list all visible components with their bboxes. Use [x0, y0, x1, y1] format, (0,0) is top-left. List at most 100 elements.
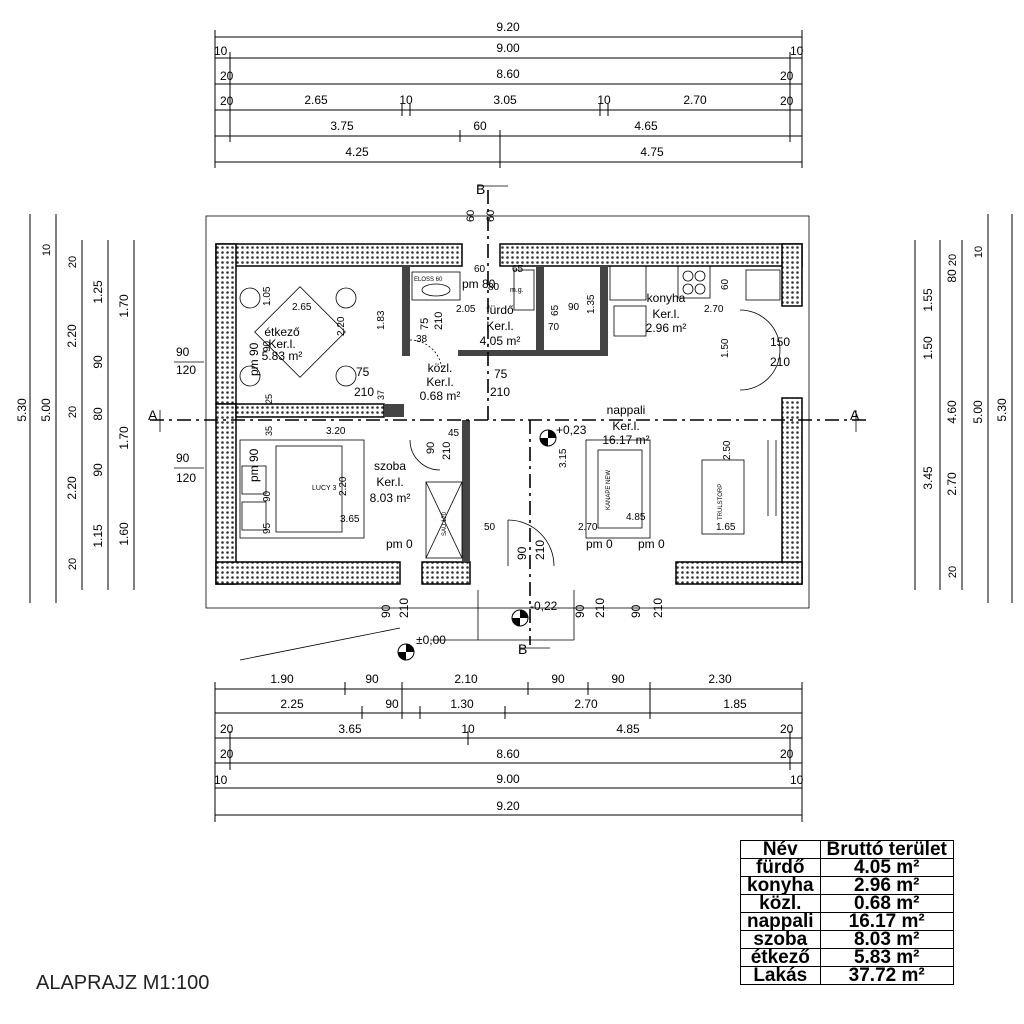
level-pm0-n1: pm 0: [586, 537, 613, 551]
inner-label: 210: [770, 355, 790, 369]
inner-label: 1.35: [586, 294, 597, 314]
inner-label: 90: [262, 340, 273, 352]
room-name-cell: étkező: [740, 948, 821, 967]
section-marker-a-left: A: [148, 407, 158, 423]
inner-label: 90: [262, 490, 273, 502]
bottom-dimensions: 1.90 90 2.10 90 90 2.30 2.25 90 1.30 2.7…: [214, 672, 804, 822]
elevation-top: +0,23: [556, 423, 587, 437]
window-label: 90: [176, 345, 190, 359]
dim-label: 2.20: [65, 324, 79, 348]
dim-label: 90: [365, 672, 379, 686]
room-area-cell: 16.17 m²: [819, 912, 954, 931]
inner-label: 210: [433, 312, 445, 330]
dim-label: 10: [214, 44, 228, 58]
dim-label: 1.30: [450, 697, 474, 711]
room-area-cell: 2.96 m²: [819, 876, 954, 895]
dim-label: 20: [67, 256, 79, 268]
dim-label: 1.55: [921, 288, 935, 312]
dim-label: 20: [947, 566, 959, 578]
left-dimensions: 5.30 10 5.00 20 2.20 20 2.20 20 1.25 90 …: [15, 214, 135, 603]
total-name-cell: Lakás: [740, 966, 821, 985]
inner-label: 65: [550, 304, 561, 316]
dim-label: 60: [473, 119, 487, 133]
dim-label: 20: [67, 406, 79, 418]
top-dimensions: 9.20 10 9.00 10 20 8.60 20 20 2.65 10 3.…: [214, 20, 804, 168]
inner-label: 2.70: [578, 522, 598, 533]
table-header-row: Név Bruttó terület: [740, 840, 954, 859]
inner-label: 210: [441, 442, 453, 460]
wardrobe-label: SAU 120: [442, 511, 448, 536]
inner-label: 90: [425, 442, 437, 454]
room-labels: étkező Ker.l. 5.83 m² fürdő Ker.l. 4.05 …: [262, 291, 687, 505]
elevation-markers: +0,23 -0,22 ±0,00: [239, 423, 587, 661]
window-label: 90: [176, 451, 190, 465]
dim-label: 2.25: [280, 697, 304, 711]
dim-label: 3.05: [493, 93, 517, 107]
table-row: konyha 2.96 m²: [740, 876, 954, 895]
table-row: fürdő 4.05 m²: [740, 858, 954, 877]
bed-label: LUCY 3: [312, 485, 336, 492]
level-pm90-a: pm 90: [247, 342, 261, 376]
table-row: közl. 0.68 m²: [740, 894, 954, 913]
inner-label: 37: [376, 390, 386, 400]
door-label: 210: [397, 598, 411, 618]
room-name-szoba: szoba: [374, 459, 406, 473]
dim-label: 1.25: [91, 280, 105, 304]
room-area-furdo: 4.05 m²: [480, 334, 521, 348]
inner-label: 60: [720, 278, 731, 290]
room-name-cell: szoba: [740, 930, 821, 949]
inner-label: 210: [354, 385, 374, 399]
dim-label: 80: [945, 269, 959, 283]
total-area-cell: 37.72 m²: [819, 966, 954, 985]
dim-label: 20: [780, 94, 794, 108]
inner-label: 38: [416, 334, 428, 345]
column-header-area: Bruttó terület: [819, 840, 954, 859]
dim-label: 90: [611, 672, 625, 686]
dim-label: 2.65: [304, 93, 328, 107]
room-name-cell: konyha: [740, 876, 821, 895]
inner-label: 75: [494, 367, 508, 381]
inner-label: 2.20: [338, 476, 349, 496]
dim-label: 5.30: [995, 398, 1009, 422]
inner-label: 1.83: [376, 310, 387, 330]
area-table: Név Bruttó terület fürdő 4.05 m² konyha …: [740, 840, 954, 985]
room-name-cell: nappali: [740, 912, 821, 931]
dim-label: 4.25: [345, 145, 369, 159]
dim-label: 20: [220, 722, 234, 736]
dim-label: 10: [41, 244, 53, 256]
inner-label: 60: [485, 210, 497, 222]
dim-label: 4.75: [640, 145, 664, 159]
mg-label: m.g.: [510, 287, 524, 294]
right-dimensions: 1.55 1.50 3.45 80 4.60 2.70 20 20 10 5.0…: [914, 214, 1013, 603]
room-area-cell: 8.03 m²: [819, 930, 954, 949]
room-name-nappali: nappali: [607, 403, 646, 417]
dim-label: 20: [220, 94, 234, 108]
dim-label: 10: [597, 93, 611, 107]
dim-label: 10: [461, 722, 475, 736]
room-name-etkezo: étkező: [264, 325, 300, 339]
inner-label: 25: [264, 394, 274, 404]
inner-labels: 2.65 1.05 2.20 90 1.83 75 210 38 75 210 …: [262, 210, 790, 534]
dim-label: 1.85: [723, 697, 747, 711]
room-area-cell: 0.68 m²: [819, 894, 954, 913]
room-name-konyha: konyha: [647, 291, 686, 305]
section-marker-b-top: B: [476, 181, 485, 197]
dim-label: 2.30: [708, 672, 732, 686]
inner-label: 2.70: [704, 304, 724, 315]
walls: [215, 243, 803, 585]
dim-label: 2.70: [945, 472, 959, 496]
inner-label: 1.50: [720, 338, 731, 358]
inner-label: 2.65: [292, 302, 312, 313]
dim-label: 9.20: [496, 799, 520, 813]
dim-label: 8.60: [496, 67, 520, 81]
dim-label: 9.00: [496, 772, 520, 786]
dim-label: 90: [385, 697, 399, 711]
dim-label: 20: [220, 69, 234, 83]
room-name-cell: közl.: [740, 894, 821, 913]
inner-label: 2.20: [336, 316, 347, 336]
sofa-label: KANAPE NEW: [606, 470, 612, 510]
dim-label: 4.85: [616, 722, 640, 736]
furniture: ELOSS 60 m.g. LUCY 3 SAU 120 KANAPE NEW …: [239, 265, 781, 559]
dim-label: 4.60: [945, 400, 959, 424]
room-area-cell: 4.05 m²: [819, 858, 954, 877]
